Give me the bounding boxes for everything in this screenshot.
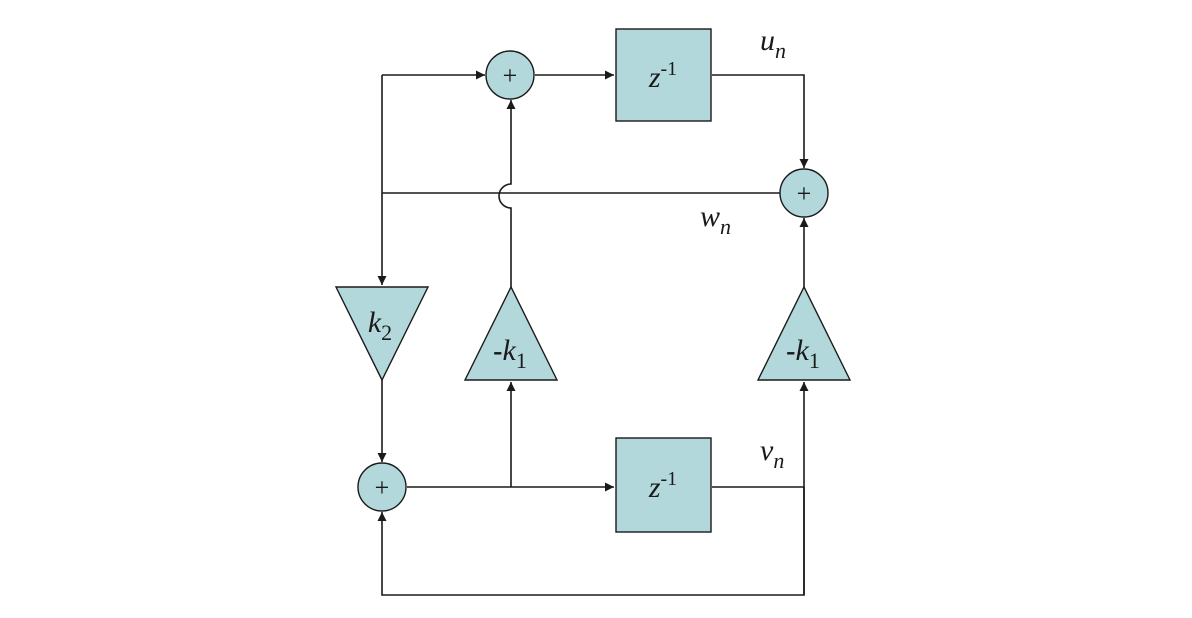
wire-left-gain-to-top-sum: [498, 100, 516, 287]
plus-symbol: +: [797, 179, 812, 208]
delay-base: z: [648, 61, 661, 94]
bottom-summing-node: +: [357, 462, 407, 512]
plus-symbol: +: [503, 61, 518, 90]
signal-w-label: wn: [700, 200, 731, 239]
gain-right-minus-k1: -k1: [756, 285, 852, 381]
signal-v-label: vn: [760, 434, 784, 473]
gain-symbol: k: [368, 306, 382, 339]
top-summing-node: +: [485, 50, 535, 100]
gain-symbol: k: [796, 334, 810, 367]
gain-subscript: 1: [809, 348, 820, 373]
signal-u-label: un: [760, 24, 786, 63]
gain-sign: -: [493, 336, 502, 367]
gain-k2: k2: [334, 286, 430, 382]
delay-base: z: [648, 471, 661, 504]
svg-text:z-1: z-1: [648, 58, 677, 94]
svg-text:-k1: -k1: [493, 334, 527, 373]
bottom-delay-block: z-1: [615, 437, 712, 533]
wire-u-to-right-sum: [712, 74, 809, 168]
delay-exponent: -1: [661, 58, 678, 80]
svg-text:z-1: z-1: [648, 468, 677, 504]
wire-bottom-loop: [377, 487, 805, 596]
gain-left-minus-k1: -k1: [463, 285, 559, 381]
gain-subscript: 2: [381, 320, 392, 345]
svg-text:k2: k2: [368, 306, 392, 345]
gain-sign: -: [786, 336, 795, 367]
gain-symbol: k: [503, 334, 517, 367]
gain-subscript: 1: [516, 348, 527, 373]
plus-symbol: +: [375, 473, 390, 502]
top-delay-block: z-1: [615, 28, 712, 122]
right-summing-node: +: [779, 168, 829, 218]
delay-exponent: -1: [661, 468, 678, 490]
svg-text:-k1: -k1: [786, 334, 820, 373]
